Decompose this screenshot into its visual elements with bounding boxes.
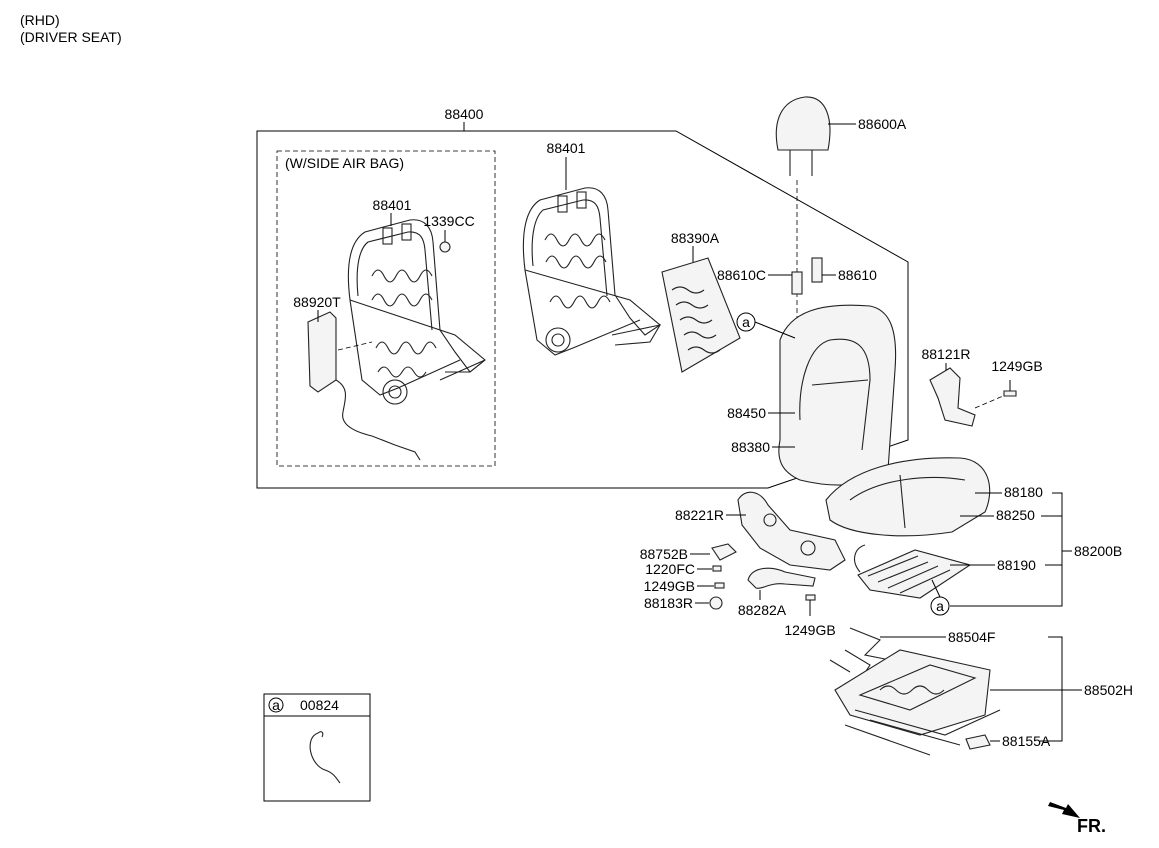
label-88282A: 88282A: [738, 602, 787, 618]
label-88450: 88450: [727, 405, 766, 421]
ref-a-lower: a: [936, 598, 944, 614]
front-direction-arrow-icon: [1048, 802, 1080, 818]
legend-marker: a: [272, 697, 280, 713]
seatback-frame-airbag-variant: [347, 219, 486, 405]
cushion-mat: [857, 549, 972, 599]
label-1249GB-left: 1249GB: [644, 578, 695, 594]
hog-ring-clip: [309, 732, 341, 784]
side-airbag-module: [307, 311, 337, 393]
screw-1249GB-left: [714, 582, 725, 589]
direction-label: FR.: [1077, 816, 1106, 836]
legend-part: 00824: [300, 697, 339, 713]
label-88221R: 88221R: [675, 507, 724, 523]
seat-cushion: [825, 457, 991, 537]
lumbar-pad: [661, 257, 741, 373]
label-88155A: 88155A: [1002, 733, 1051, 749]
header-driver-seat: (DRIVER SEAT): [20, 29, 122, 45]
label-1220FC: 1220FC: [645, 561, 695, 577]
header-rhd: (RHD): [20, 12, 60, 28]
ref-a-upper: a: [742, 314, 750, 330]
side-shield: [737, 491, 846, 571]
label-88752B: 88752B: [640, 546, 688, 562]
label-88504F: 88504F: [948, 629, 995, 645]
label-88920T: 88920T: [293, 294, 341, 310]
airbag-harness: [335, 379, 421, 461]
label-88502H: 88502H: [1084, 682, 1133, 698]
side-cover: [929, 367, 976, 427]
module-88155A: [965, 734, 991, 750]
label-88610C: 88610C: [717, 267, 766, 283]
label-88200B: 88200B: [1074, 543, 1122, 559]
legend-box: [263, 693, 371, 802]
label-88121R: 88121R: [921, 346, 970, 362]
seat-track-frame: [834, 649, 991, 736]
screw-1220FC: [712, 565, 722, 572]
cap-88183R: [709, 596, 723, 610]
label-1249GB-lower: 1249GB: [784, 622, 835, 638]
screw-1249GB-upper: [1003, 390, 1017, 397]
label-88600A: 88600A: [858, 116, 907, 132]
headrest: [775, 96, 831, 151]
headrest-guide-88610: [811, 257, 823, 283]
label-88180: 88180: [1004, 484, 1043, 500]
side-airbag-subgroup-box: [276, 150, 496, 467]
seatback-group-frame: [256, 130, 909, 489]
headrest-guide-88610C: [791, 271, 803, 295]
seatback-cushion: [778, 304, 897, 486]
label-88610: 88610: [838, 267, 877, 283]
label-88390A: 88390A: [671, 230, 720, 246]
legend-marker-circle: [268, 697, 284, 713]
label-88380: 88380: [731, 439, 770, 455]
screw-1249GB-lower: [805, 594, 816, 601]
subgroup-label: (W/SIDE AIR BAG): [285, 155, 404, 171]
label-88190: 88190: [997, 557, 1036, 573]
knob-88752B: [711, 543, 737, 561]
label-1339CC: 1339CC: [423, 213, 474, 229]
label-1249GB-upper: 1249GB: [991, 358, 1042, 374]
label-88250: 88250: [996, 507, 1035, 523]
label-88400: 88400: [445, 106, 484, 122]
recliner-lever: [747, 567, 816, 589]
nut-1339CC: [439, 241, 451, 253]
label-88401-standard: 88401: [547, 140, 586, 156]
bracket-88200B: [950, 492, 1063, 607]
label-88183R: 88183R: [644, 595, 693, 611]
label-88401-airbag: 88401: [373, 197, 412, 213]
seatback-frame-standard: [522, 187, 662, 356]
